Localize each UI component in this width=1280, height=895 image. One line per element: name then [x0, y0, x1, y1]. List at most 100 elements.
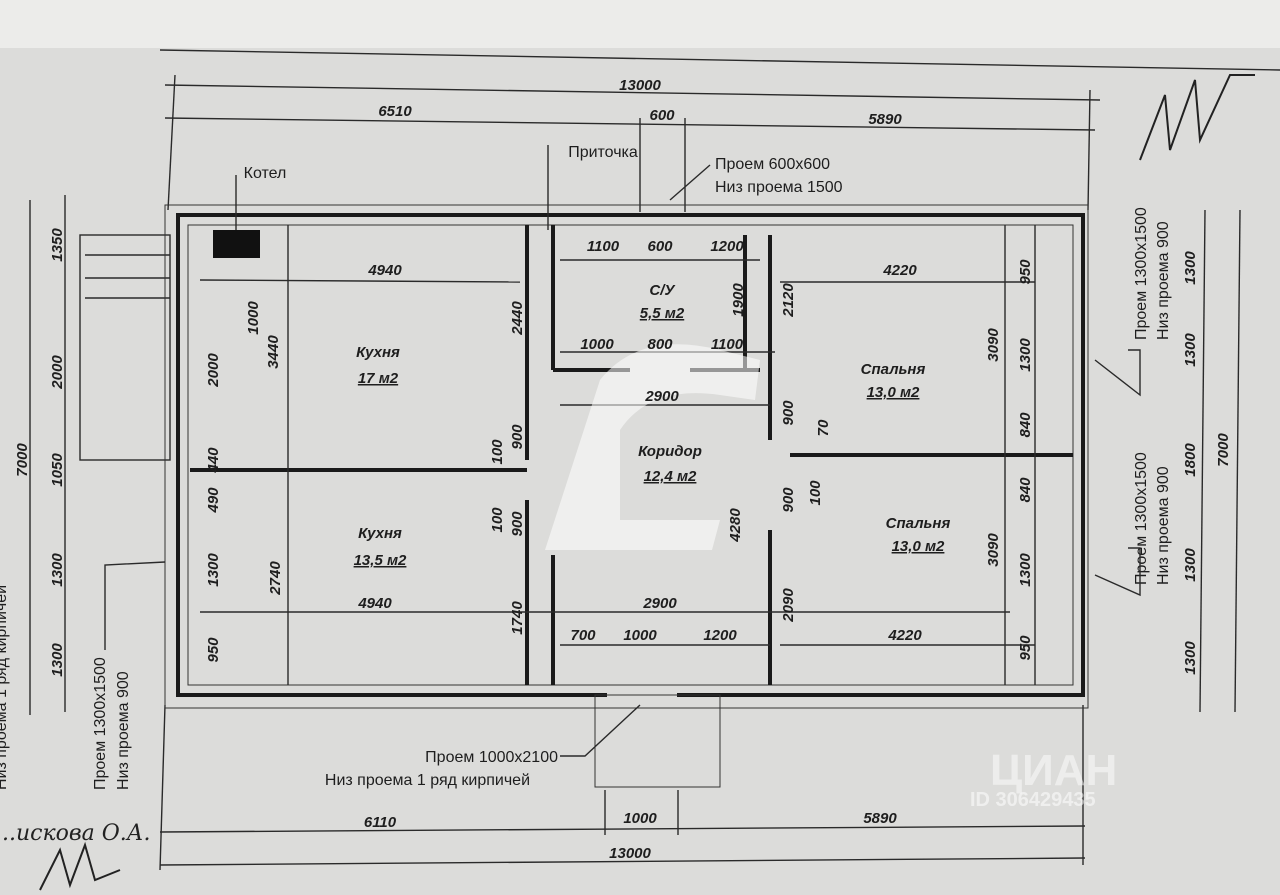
- room-kitchen-2: Кухня 13,5 м2: [354, 525, 407, 569]
- dim-bottom-mid: 1000: [623, 810, 657, 827]
- dim: 1300: [205, 553, 222, 587]
- dim: 840: [1017, 412, 1034, 438]
- dim-bath: 1000: [580, 336, 614, 353]
- room-name: Кухня: [356, 344, 400, 361]
- room-area: 12,4 м2: [644, 468, 697, 485]
- dim: 1350: [49, 228, 66, 262]
- label-window-sill: Низ проема 900: [1155, 221, 1172, 340]
- dim: 1300: [1182, 548, 1199, 582]
- dim: 950: [1017, 635, 1034, 661]
- dim-bedroom: 4220: [882, 262, 917, 279]
- label-window-sill: Низ проема 900: [1155, 466, 1172, 585]
- dim: 7000: [1215, 433, 1232, 467]
- watermark-brand: ЦИАН: [990, 746, 1117, 795]
- dims-right: 3090 950 1300 840 840 1300 3090 950 1300…: [985, 251, 1232, 675]
- dim-bath: 800: [647, 336, 673, 353]
- dimension-lines: [29, 49, 1280, 871]
- room-name: Коридор: [638, 443, 702, 460]
- dims-middle: 2440 900 100 100 900 1740 1900 2120 900 …: [489, 283, 832, 635]
- dim: 900: [780, 487, 797, 513]
- dim: 3090: [985, 533, 1002, 567]
- dim: 1800: [1182, 443, 1199, 477]
- dim: 490: [205, 487, 222, 514]
- dim: 1740: [509, 601, 526, 635]
- corner-signature: [1139, 74, 1255, 161]
- dim-bath: 1100: [711, 336, 744, 353]
- dim: 100: [807, 480, 824, 506]
- boiler-icon: [213, 230, 260, 258]
- dim-bottom-left: 6110: [364, 814, 397, 831]
- room-name: Кухня: [358, 525, 402, 542]
- dim: 1300: [1017, 338, 1034, 372]
- label-edge-note: Низ проема 1 ряд кирпичей: [0, 585, 10, 790]
- porch-left: [79, 234, 171, 461]
- dim: 900: [509, 511, 526, 537]
- dims-left: 1350 2000 1050 1300 1300 7000 2000 1000 …: [14, 228, 284, 677]
- room-area: 13,5 м2: [354, 552, 407, 569]
- dim-top-left: 6510: [378, 103, 412, 120]
- dim: 1300: [1017, 553, 1034, 587]
- room-area: 13,0 м2: [867, 384, 920, 401]
- dim-bath: 600: [647, 238, 673, 255]
- dim: 950: [205, 637, 222, 663]
- dim-top-total: 13000: [619, 77, 661, 94]
- room-area: 5,5 м2: [640, 305, 685, 322]
- label-window: Проем 1300x1500: [1133, 452, 1150, 585]
- room-bedroom-2: Спальня 13,0 м2: [886, 515, 951, 555]
- room-kitchen-1: Кухня 17 м2: [356, 344, 400, 387]
- dim-bath: 1100: [587, 238, 620, 255]
- label-top-opening: Проем 600x600: [715, 156, 830, 173]
- dim-entry: 1000: [623, 627, 657, 644]
- dim-corridor: 2900: [644, 388, 679, 405]
- dim: 1300: [49, 643, 66, 677]
- dim-bottom-right: 5890: [863, 810, 897, 827]
- dim: 1900: [730, 283, 747, 317]
- dim: 7000: [14, 443, 31, 477]
- dim-corridor: 2900: [642, 595, 677, 612]
- dim: 2120: [780, 283, 797, 318]
- label-top-opening-sill: Низ проема 1500: [715, 179, 843, 196]
- room-bathroom: С/У 5,5 м2: [640, 282, 685, 322]
- dim: 1300: [1182, 641, 1199, 675]
- dim: 840: [1017, 477, 1034, 503]
- dim-bath: 1200: [710, 238, 744, 255]
- room-bedroom-1: Спальня 13,0 м2: [861, 361, 926, 401]
- label-window: Проем 1300x1500: [92, 657, 109, 790]
- signature-name: ...искова О.А.: [0, 821, 150, 846]
- dim: 1050: [49, 453, 66, 487]
- dim-kitchen: 4940: [367, 262, 402, 279]
- room-area: 13,0 м2: [892, 538, 945, 555]
- dim: 3440: [265, 335, 282, 369]
- dim-kitchen: 4940: [357, 595, 392, 612]
- dim: 950: [1017, 259, 1034, 285]
- watermark-logo: ЦИАН ID 306429435: [545, 344, 1117, 811]
- dim: 1300: [1182, 251, 1199, 285]
- dim: 3090: [985, 328, 1002, 362]
- dim: 900: [509, 424, 526, 450]
- label-door-opening: Проем 1000x2100: [425, 749, 558, 766]
- dim: 100: [489, 439, 506, 465]
- dim-top-right: 5890: [868, 111, 902, 128]
- window-labels: Проем 1300x1500 Низ проема 900 Проем 130…: [0, 207, 1172, 790]
- label-boiler: Котел: [244, 165, 287, 182]
- room-name: Спальня: [861, 361, 926, 378]
- dim: 2440: [509, 301, 526, 336]
- room-area: 17 м2: [358, 370, 399, 387]
- dim-top-mid: 600: [649, 107, 675, 124]
- dim: 1000: [245, 301, 262, 335]
- dim: 70: [815, 419, 832, 436]
- room-name: Спальня: [886, 515, 951, 532]
- dim: 2740: [267, 561, 284, 596]
- room-name: С/У: [649, 282, 676, 299]
- dim: 100: [489, 507, 506, 533]
- room-corridor: Коридор 12,4 м2: [638, 443, 702, 485]
- watermark-id: ID 306429435: [970, 789, 1096, 811]
- dim-bedroom: 4220: [887, 627, 922, 644]
- dim: 1300: [1182, 333, 1199, 367]
- dim: 900: [780, 400, 797, 426]
- dim: 440: [205, 447, 222, 474]
- dim: 4280: [727, 508, 744, 543]
- dim-entry: 700: [570, 627, 596, 644]
- label-window-sill: Низ проема 900: [115, 671, 132, 790]
